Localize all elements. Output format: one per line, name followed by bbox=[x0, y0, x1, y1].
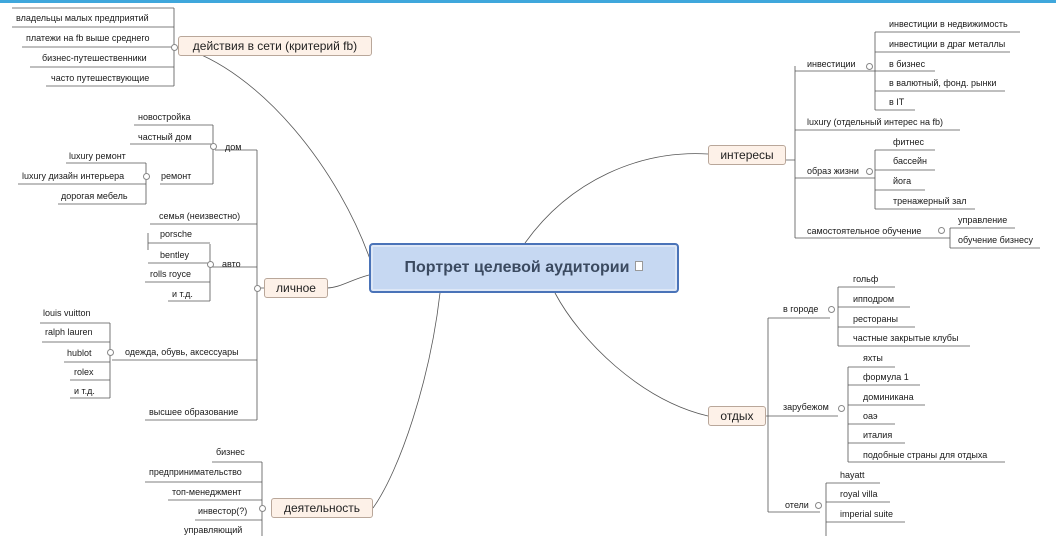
city-item[interactable]: гольф bbox=[853, 274, 879, 284]
avto-label[interactable]: авто bbox=[222, 259, 241, 269]
abroad-item[interactable]: яхты bbox=[863, 353, 883, 363]
investments-item[interactable]: в валютный, фонд. рынки bbox=[889, 78, 997, 88]
selfedu-item[interactable]: управление bbox=[958, 215, 1008, 225]
fb-item[interactable]: владельцы малых предприятий bbox=[16, 13, 149, 23]
selfedu-item[interactable]: обучение бизнесу bbox=[958, 235, 1033, 245]
remont-item[interactable]: luxury дизайн интерьера bbox=[22, 171, 125, 181]
collapse-toggle-icon[interactable] bbox=[171, 44, 178, 51]
dom-item[interactable]: новостройка bbox=[138, 112, 191, 122]
clothes-item[interactable]: ralph lauren bbox=[45, 327, 93, 337]
clothes-item[interactable]: hublot bbox=[67, 348, 92, 358]
collapse-toggle-icon[interactable] bbox=[259, 505, 266, 512]
education-label[interactable]: высшее образование bbox=[149, 407, 239, 417]
remont-label[interactable]: ремонт bbox=[161, 171, 192, 181]
luxury-label[interactable]: luxury (отдельный интерес на fb) bbox=[807, 117, 944, 127]
topic-personal[interactable]: личное bbox=[264, 278, 328, 298]
topic-activity[interactable]: деятельность bbox=[271, 498, 373, 518]
abroad-item[interactable]: формула 1 bbox=[863, 372, 909, 382]
collapse-toggle-icon[interactable] bbox=[938, 227, 945, 234]
collapse-toggle-icon[interactable] bbox=[815, 502, 822, 509]
abroad-item[interactable]: подобные страны для отдыха bbox=[863, 450, 988, 460]
collapse-toggle-icon[interactable] bbox=[254, 285, 261, 292]
clothes-label[interactable]: одежда, обувь, аксессуары bbox=[125, 347, 239, 357]
abroad-label[interactable]: зарубежом bbox=[783, 402, 829, 412]
topic-interests[interactable]: интересы bbox=[708, 145, 786, 165]
activity-item[interactable]: управляющий bbox=[184, 525, 243, 535]
topic-fb[interactable]: действия в сети (критерий fb) bbox=[178, 36, 372, 56]
collapse-toggle-icon[interactable] bbox=[866, 168, 873, 175]
fb-item[interactable]: бизнес-путешественники bbox=[42, 53, 147, 63]
collapse-toggle-icon[interactable] bbox=[210, 143, 217, 150]
lifestyle-label[interactable]: образ жизни bbox=[807, 166, 859, 176]
collapse-toggle-icon[interactable] bbox=[828, 306, 835, 313]
collapse-toggle-icon[interactable] bbox=[107, 349, 114, 356]
city-item[interactable]: ипподром bbox=[853, 294, 895, 304]
investments-item[interactable]: в IT bbox=[889, 97, 905, 107]
lifestyle-item[interactable]: фитнес bbox=[893, 137, 925, 147]
activity-item[interactable]: предпринимательство bbox=[149, 467, 242, 477]
lifestyle-item[interactable]: тренажерный зал bbox=[893, 196, 967, 206]
hotels-label[interactable]: отели bbox=[785, 500, 809, 510]
lifestyle-item[interactable]: йога bbox=[893, 176, 912, 186]
clothes-item[interactable]: louis vuitton bbox=[43, 308, 91, 318]
avto-item[interactable]: и т.д. bbox=[172, 289, 193, 299]
fb-item[interactable]: платежи на fb выше среднего bbox=[26, 33, 150, 43]
avto-item[interactable]: porsche bbox=[160, 229, 193, 239]
central-topic-label: Портрет целевой аудитории bbox=[404, 259, 630, 276]
clothes-item[interactable]: rolex bbox=[74, 367, 94, 377]
city-item[interactable]: частные закрытые клубы bbox=[853, 333, 959, 343]
central-topic[interactable]: Портрет целевой аудитории bbox=[369, 243, 679, 293]
fb-item[interactable]: часто путешествующие bbox=[51, 73, 150, 83]
investments-item[interactable]: инвестиции в драг металлы bbox=[889, 39, 1006, 49]
remont-item[interactable]: дорогая мебель bbox=[61, 191, 128, 201]
investments-item[interactable]: в бизнес bbox=[889, 59, 926, 69]
family-label[interactable]: семья (неизвестно) bbox=[159, 211, 241, 221]
activity-item[interactable]: инвестор(?) bbox=[198, 506, 248, 516]
remont-item[interactable]: luxury ремонт bbox=[69, 151, 126, 161]
activity-item[interactable]: топ-менеджмент bbox=[172, 487, 242, 497]
collapse-toggle-icon[interactable] bbox=[207, 261, 214, 268]
city-item[interactable]: рестораны bbox=[853, 314, 898, 324]
abroad-item[interactable]: италия bbox=[863, 430, 893, 440]
collapse-toggle-icon[interactable] bbox=[866, 63, 873, 70]
dom-label[interactable]: дом bbox=[225, 142, 242, 152]
lifestyle-item[interactable]: бассейн bbox=[893, 156, 927, 166]
selfedu-label[interactable]: самостоятельное обучение bbox=[807, 226, 922, 236]
note-icon bbox=[635, 261, 644, 272]
investments-item[interactable]: инвестиции в недвижимость bbox=[889, 19, 1008, 29]
activity-item[interactable]: бизнес bbox=[216, 447, 245, 457]
collapse-toggle-icon[interactable] bbox=[838, 405, 845, 412]
abroad-item[interactable]: оаэ bbox=[863, 411, 878, 421]
clothes-item[interactable]: и т.д. bbox=[74, 386, 95, 396]
top-accent-bar bbox=[0, 0, 1056, 3]
avto-item[interactable]: rolls royce bbox=[150, 269, 192, 279]
hotels-item[interactable]: hayatt bbox=[840, 470, 865, 480]
investments-label[interactable]: инвестиции bbox=[807, 59, 856, 69]
avto-item[interactable]: bentley bbox=[160, 250, 190, 260]
hotels-item[interactable]: royal villa bbox=[840, 489, 878, 499]
abroad-item[interactable]: доминикана bbox=[863, 392, 914, 402]
hotels-item[interactable]: imperial suite bbox=[840, 509, 894, 519]
collapse-toggle-icon[interactable] bbox=[143, 173, 150, 180]
topic-rest[interactable]: отдых bbox=[708, 406, 766, 426]
city-label[interactable]: в городе bbox=[783, 304, 819, 314]
dom-item[interactable]: частный дом bbox=[138, 132, 192, 142]
